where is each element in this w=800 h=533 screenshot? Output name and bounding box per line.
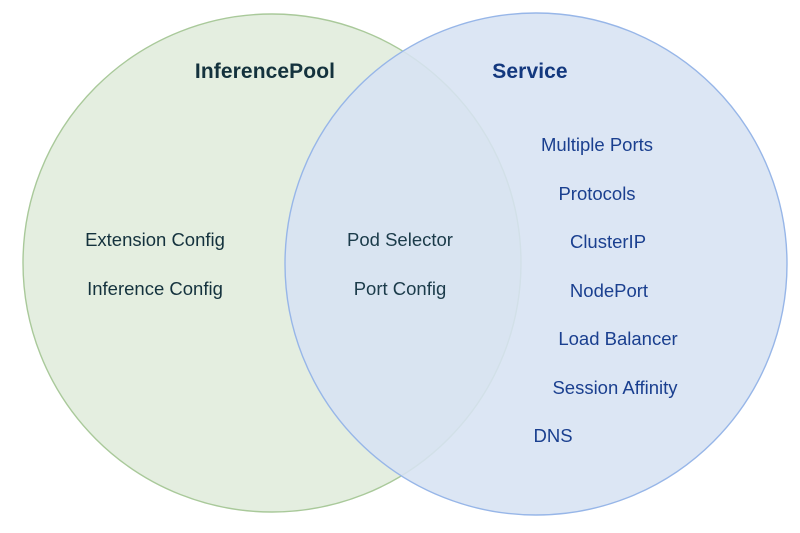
list-item: NodePort: [569, 279, 649, 301]
list-item: Pod Selector: [347, 229, 453, 250]
list-item: Multiple Ports: [540, 134, 654, 155]
circle-service: [284, 12, 788, 516]
set-label-service: Service: [492, 60, 568, 83]
set-items-inference-pool: Extension Config Inference Config: [85, 229, 225, 299]
list-item: Extension Config: [85, 229, 225, 250]
list-item: Inference Config: [87, 277, 223, 299]
list-item: ClusterIP: [569, 231, 647, 252]
list-item: Load Balancer: [558, 328, 678, 349]
list-item: Session Affinity: [552, 376, 678, 398]
list-item: Protocols: [558, 182, 636, 204]
set-label-inference-pool: InferencePool: [194, 60, 336, 83]
list-item: DNS: [533, 425, 573, 446]
set-items-intersection: Pod Selector Port Config: [347, 229, 453, 299]
set-items-service: Multiple Ports Protocols ClusterIP NodeP…: [533, 134, 677, 446]
list-item: Port Config: [353, 277, 447, 299]
